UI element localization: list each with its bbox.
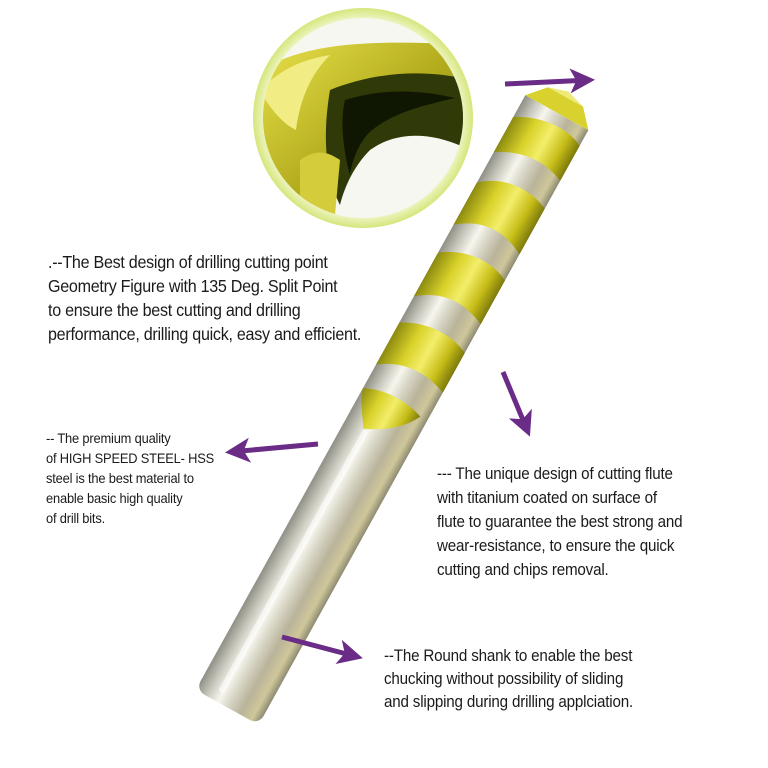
callout-cutting-point: .--The Best design of drilling cutting p… [48,250,361,346]
arrow-icon [504,68,595,94]
callout-flute: --- The unique design of cutting flute w… [437,462,683,582]
callout-line: Geometry Figure with 135 Deg. Split Poin… [48,276,338,296]
callout-line: chucking without possibility of sliding [384,670,624,688]
cutting-point-closeup-icon [253,8,473,228]
callout-line: enable basic high quality [46,490,183,506]
callout-material: -- The premium quality of HIGH SPEED STE… [46,428,214,528]
drill-bit-icon [199,87,589,722]
callout-shank: --The Round shank to enable the best chu… [384,645,633,714]
arrow-icon [225,437,319,463]
arrow-icon [281,634,363,664]
callout-line: .--The Best design of drilling cutting p… [48,252,328,272]
callout-line: flute to guarantee the best strong and [437,513,683,531]
callout-line: of drill bits. [46,510,105,526]
callout-line: with titanium coated on surface of [437,489,657,507]
callout-line: --The Round shank to enable the best [384,647,633,665]
callout-line: wear-resistance, to ensure the quick [437,537,675,555]
arrow-icon [500,371,532,437]
callout-line: --- The unique design of cutting flute [437,465,673,483]
callout-line: -- The premium quality [46,430,171,446]
callout-line: performance, drilling quick, easy and ef… [48,324,362,344]
callout-line: and slipping during drilling applciation… [384,693,634,711]
callout-line: of HIGH SPEED STEEL- HSS [46,450,215,466]
callout-line: to ensure the best cutting and drilling [48,300,301,320]
callout-line: steel is the best material to [46,470,194,486]
callout-line: cutting and chips removal. [437,561,609,579]
